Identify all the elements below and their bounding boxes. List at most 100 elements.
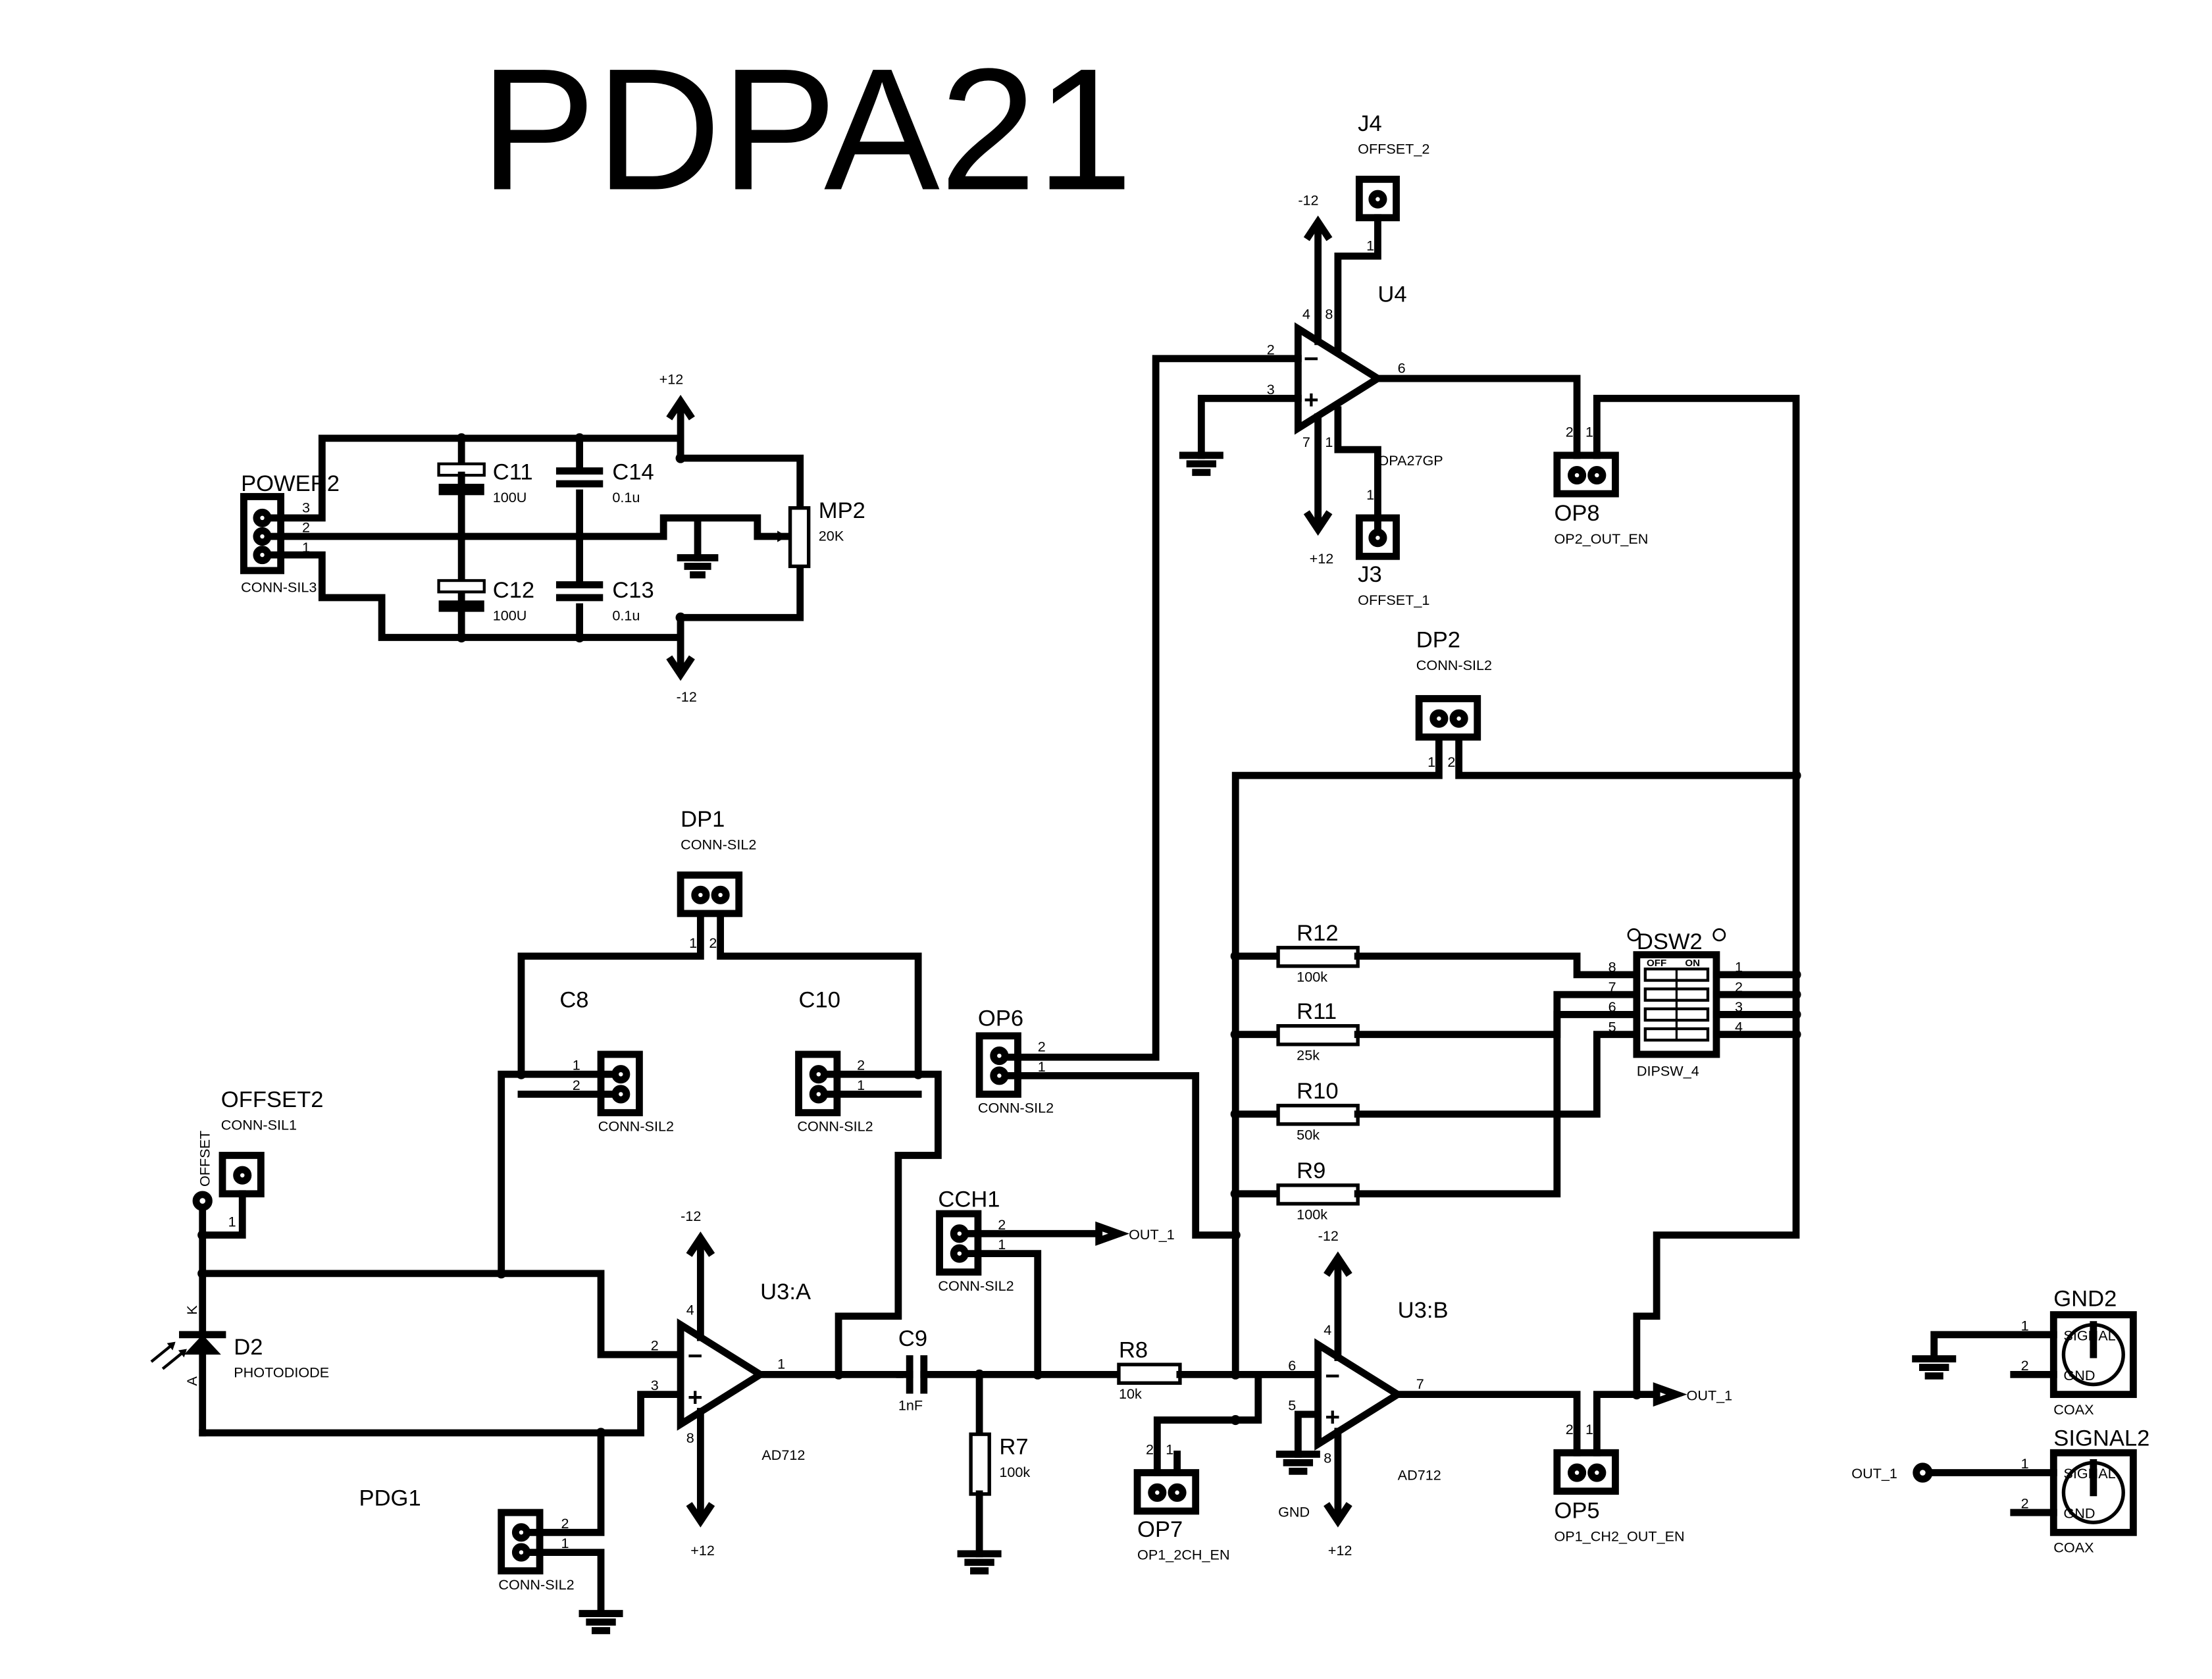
op8-ref: OP8: [1554, 501, 1599, 526]
op5-connector[interactable]: [1553, 1449, 1619, 1495]
mp2-value: 20K: [819, 528, 844, 544]
r12-value: 100k: [1297, 969, 1327, 985]
op6-connector[interactable]: [975, 1032, 1021, 1098]
j4-pin: 1: [1366, 237, 1374, 253]
r8-value: 10k: [1119, 1385, 1142, 1402]
dsw2-pin-8: 8: [1608, 959, 1616, 975]
op5-section: OP5 OP1_CH2_OUT_EN 2 1: [1553, 1391, 1685, 1544]
r11-ref: R11: [1297, 999, 1337, 1024]
u3a-section: − + U3:A AD712 2 3 -12 4 +12 8 1: [651, 1208, 904, 1559]
feedback-section: DP1 CONN-SIL2 1 2 C8 CONN-SIL2 1 2 C10 C…: [498, 807, 942, 1377]
dp2-pin-1: 1: [1428, 754, 1435, 770]
u3b-pos-label: +12: [1328, 1542, 1352, 1559]
op8-pin-2: 2: [1566, 424, 1574, 440]
power2-pin-2: 2: [302, 519, 310, 536]
j3-connector[interactable]: [1355, 514, 1400, 560]
c12-ref: C12: [493, 578, 534, 603]
u4-pin-4: 4: [1302, 305, 1310, 322]
c10-pin-1: 1: [857, 1077, 865, 1093]
c11-ref: C11: [493, 460, 533, 485]
schematic-title: PDPA21: [480, 32, 1133, 226]
op5-net-label: OUT_1: [1687, 1387, 1733, 1403]
cch1-ref: CCH1: [938, 1187, 1000, 1212]
op6-value: CONN-SIL2: [978, 1100, 1054, 1116]
signal2-signal-label: SIGNAL: [2063, 1465, 2115, 1482]
op5-pin-2: 2: [1566, 1421, 1574, 1437]
pdg1-pin-1: 1: [561, 1535, 569, 1551]
dsw2-ref: DSW2: [1637, 929, 1703, 954]
gnd2-gnd-label: GND: [2063, 1367, 2095, 1383]
d2-ref: D2: [234, 1335, 263, 1360]
op7-pin-1: 1: [1166, 1441, 1173, 1457]
cch1-pin-2: 2: [998, 1216, 1006, 1233]
op7-ref: OP7: [1137, 1517, 1183, 1542]
j4-connector[interactable]: [1355, 175, 1400, 222]
u4-plus: +: [1304, 386, 1319, 414]
j3-ref: J3: [1358, 562, 1382, 587]
dp1-ref: DP1: [681, 807, 725, 832]
coupling-section: CCH1 CONN-SIL2 2 1 OUT_1 C9 1nF R7 100k …: [896, 1187, 1322, 1575]
signal2-connector[interactable]: [2049, 1449, 2137, 1536]
mp2-ref: MP2: [819, 498, 865, 523]
u4-neg-label: -12: [1298, 192, 1318, 208]
offset2-value: CONN-SIL1: [221, 1117, 297, 1133]
dp2-connector[interactable]: [1415, 695, 1481, 741]
signal2-net-label: OUT_1: [1851, 1465, 1897, 1482]
power-section: POWER2 CONN-SIL3 3 2 1 C11 100U C12 100U: [240, 371, 865, 705]
op5-pin-1: 1: [1585, 1421, 1593, 1437]
dp1-value: CONN-SIL2: [681, 837, 756, 853]
op7-connector[interactable]: [1133, 1469, 1200, 1515]
dp2-value: CONN-SIL2: [1416, 657, 1492, 673]
r7-value: 100k: [999, 1464, 1030, 1480]
power2-pin-3: 3: [302, 499, 310, 515]
pdg1-value: CONN-SIL2: [498, 1576, 574, 1593]
c13-value: 0.1u: [612, 607, 640, 624]
dp1-connector[interactable]: [677, 871, 743, 917]
svg-text:+: +: [1325, 1403, 1340, 1432]
c14-ref: C14: [612, 460, 654, 485]
power-neg-label: -12: [677, 688, 697, 705]
c10-connector[interactable]: [795, 1050, 841, 1116]
offset-net-label: OFFSET: [197, 1131, 213, 1187]
c8-connector[interactable]: [597, 1050, 643, 1116]
u4-pin-3: 3: [1267, 381, 1275, 398]
gnd2-connector[interactable]: [2049, 1311, 2137, 1399]
u3b-pin-6: 6: [1288, 1357, 1296, 1374]
u3b-neg-label: -12: [1318, 1227, 1339, 1244]
pdg1-ref: PDG1: [359, 1485, 421, 1511]
gnd2-signal-label: SIGNAL: [2063, 1327, 2115, 1343]
gnd2-ref: GND2: [2053, 1287, 2117, 1312]
gnd2-pin-1: 1: [2021, 1317, 2029, 1333]
u3a-ref: U3:A: [760, 1279, 811, 1304]
offset2-ref: OFFSET2: [221, 1087, 324, 1112]
r10-ref: R10: [1297, 1079, 1338, 1104]
op6-ref: OP6: [978, 1006, 1023, 1031]
u3a-pin-3: 3: [651, 1377, 659, 1393]
signal2-section: SIGNAL2 COAX SIGNAL GND 1 2 OUT_1: [1851, 1426, 2149, 1555]
r11-value: 25k: [1297, 1047, 1320, 1064]
svg-text:−: −: [1325, 1362, 1340, 1390]
u3a-value: AD712: [761, 1447, 805, 1463]
op7-value: OP1_2CH_EN: [1137, 1546, 1230, 1563]
j3-pin: 1: [1366, 486, 1374, 503]
signal2-pin-1: 1: [2021, 1455, 2029, 1472]
dsw2-pin-5: 5: [1608, 1018, 1616, 1035]
r7-ref: R7: [999, 1434, 1028, 1459]
pdg1-section: PDG1 CONN-SIL2 2 1: [359, 1429, 623, 1634]
pdg1-connector[interactable]: [498, 1509, 544, 1575]
cch1-pin-1: 1: [998, 1236, 1006, 1253]
op5-value: OP1_CH2_OUT_EN: [1554, 1528, 1684, 1544]
dsw2-pin-1: 1: [1735, 959, 1743, 975]
cch1-connector[interactable]: [936, 1210, 982, 1276]
j3-value: OFFSET_1: [1358, 592, 1429, 608]
d2-value: PHOTODIODE: [234, 1364, 329, 1381]
c8-pin-2: 2: [573, 1077, 580, 1093]
d2-k-label: K: [184, 1305, 200, 1315]
u3a-pin-8: 8: [686, 1430, 694, 1446]
dsw2-value: DIPSW_4: [1637, 1062, 1699, 1079]
c8-value: CONN-SIL2: [598, 1118, 674, 1135]
signal2-gnd-label: GND: [2063, 1505, 2095, 1522]
op8-connector[interactable]: [1553, 452, 1619, 498]
d2-a-label: A: [184, 1376, 200, 1386]
